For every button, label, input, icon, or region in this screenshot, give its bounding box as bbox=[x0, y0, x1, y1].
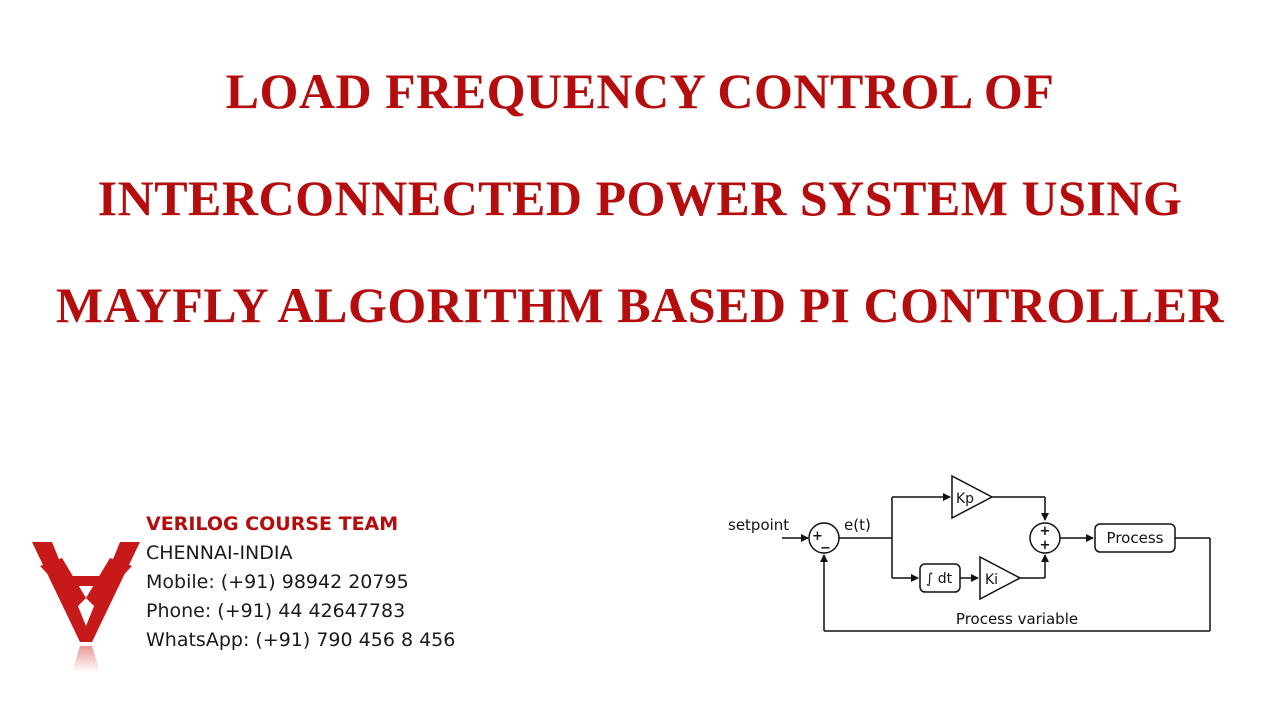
kp-label: Kp bbox=[956, 491, 974, 507]
sum2-plus-bottom-sign: + bbox=[1040, 538, 1051, 553]
ki-label: Ki bbox=[985, 572, 998, 588]
location: CHENNAI-INDIA bbox=[146, 542, 293, 564]
mobile-number: Mobile: (+91) 98942 20795 bbox=[146, 571, 409, 593]
page-title: LOAD FREQUENCY CONTROL OF INTERCONNECTED… bbox=[0, 38, 1280, 359]
contact-block: VERILOG COURSE TEAM CHENNAI-INDIA Mobile… bbox=[146, 510, 455, 655]
integral-label: ∫ dt bbox=[926, 571, 953, 587]
sum2-plus-top-sign: + bbox=[1040, 524, 1051, 539]
phone-number: Phone: (+91) 44 42647783 bbox=[146, 600, 406, 622]
title-line-2: INTERCONNECTED POWER SYSTEM USING bbox=[97, 170, 1183, 226]
sum1-minus-sign: − bbox=[820, 541, 831, 556]
sum1-plus-sign: + bbox=[812, 529, 823, 544]
process-variable-label: Process variable bbox=[956, 610, 1078, 628]
error-label: e(t) bbox=[844, 516, 871, 534]
process-label: Process bbox=[1107, 529, 1164, 547]
pi-controller-block-diagram: setpoint e(t) Kp Ki ∫ dt Process Process… bbox=[728, 474, 1211, 632]
team-name: VERILOG COURSE TEAM bbox=[146, 513, 399, 535]
whatsapp-number: WhatsApp: (+91) 790 456 8 456 bbox=[146, 629, 456, 651]
title-line-3: MAYFLY ALGORITHM BASED PI CONTROLLER bbox=[55, 277, 1225, 333]
setpoint-label: setpoint bbox=[728, 516, 789, 534]
title-line-1: LOAD FREQUENCY CONTROL OF bbox=[225, 63, 1055, 119]
verilog-logo-icon bbox=[32, 542, 140, 672]
